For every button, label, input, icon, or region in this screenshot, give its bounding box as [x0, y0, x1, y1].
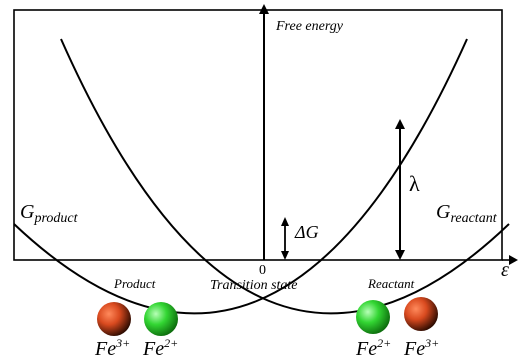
lambda-arrow-down-icon — [395, 250, 405, 260]
fe3-ion-product-icon — [97, 302, 131, 336]
fe3-reactant-label: Fe3+ — [403, 336, 439, 360]
product-section-label: Product — [113, 276, 156, 291]
delta-g-label: ΔG — [294, 222, 319, 242]
plot-frame — [13, 9, 503, 261]
fe3-product-label: Fe3+ — [94, 336, 130, 360]
fe2-ion-reactant-icon — [356, 300, 390, 334]
fe3-ion-reactant-icon — [404, 297, 438, 331]
fe2-ion-product-icon — [144, 302, 178, 336]
x-origin-label: 0 — [259, 263, 266, 278]
product-curve — [60, 38, 510, 315]
lambda-arrow-up-icon — [395, 119, 405, 129]
x-axis-arrow-icon — [509, 255, 518, 265]
reactant-curve — [13, 38, 468, 315]
reactant-section-label: Reactant — [367, 276, 415, 291]
fe2-reactant-label: Fe2+ — [355, 336, 391, 360]
fe2-product-label: Fe2+ — [142, 336, 178, 360]
delta-g-arrow-up-icon — [281, 217, 289, 226]
product-curve-label: Gproduct — [20, 201, 79, 226]
transition-state-label: Transition state — [210, 278, 298, 293]
y-axis-label: Free energy — [275, 19, 344, 34]
lambda-label: λ — [409, 171, 420, 196]
reactant-curve-label: Greactant — [436, 201, 498, 226]
y-axis-arrow-icon — [259, 4, 269, 14]
x-axis-label: ε — [501, 259, 509, 281]
delta-g-arrow-down-icon — [281, 251, 289, 260]
